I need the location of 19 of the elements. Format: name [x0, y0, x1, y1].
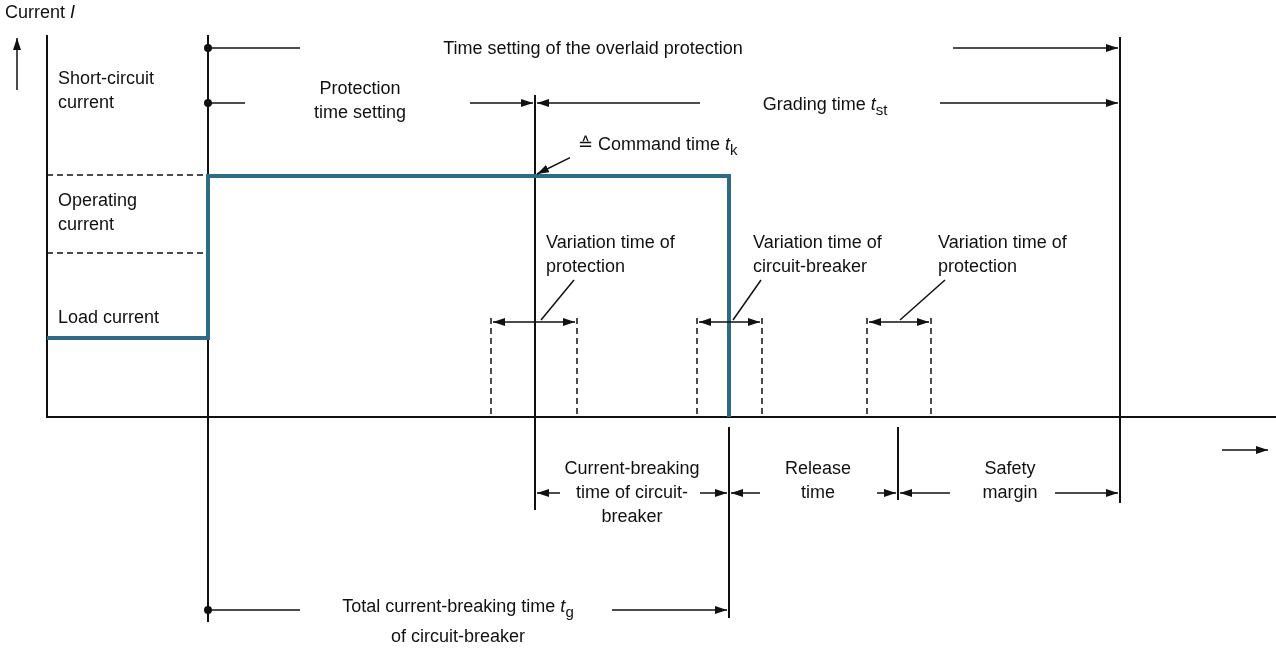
axis-label: Current-breaking time of circuit-breaker — [563, 457, 701, 528]
axis-label: Total current-breaking time t$_{g}$ of circuit-breaker — [341, 595, 575, 648]
axis-label: Time setting of the overlaid protection — [443, 37, 743, 60]
leader-line — [899, 279, 946, 321]
leader-line — [540, 279, 575, 321]
axis-label: Grading time t$_{st}$ — [762, 93, 888, 120]
axis-label: Protection time setting — [312, 77, 407, 124]
callout-label: Variation time of protection — [546, 230, 686, 278]
axis-label: Release time — [783, 457, 852, 504]
axis-label: Safety margin — [981, 457, 1039, 504]
callout-label: ≙ Command time t$_{k}$ — [578, 132, 738, 162]
callout-label: Variation time of protection — [938, 230, 1078, 278]
callout-label: Variation time of circuit-breaker — [753, 230, 913, 278]
leader-arrow — [536, 156, 571, 175]
leader-line — [732, 279, 762, 321]
axis-label: Operating current — [58, 189, 139, 236]
axis-label: Current I — [5, 1, 76, 24]
axis-label: Short-circuit current — [58, 67, 156, 114]
axis-label: Load current — [58, 306, 160, 329]
